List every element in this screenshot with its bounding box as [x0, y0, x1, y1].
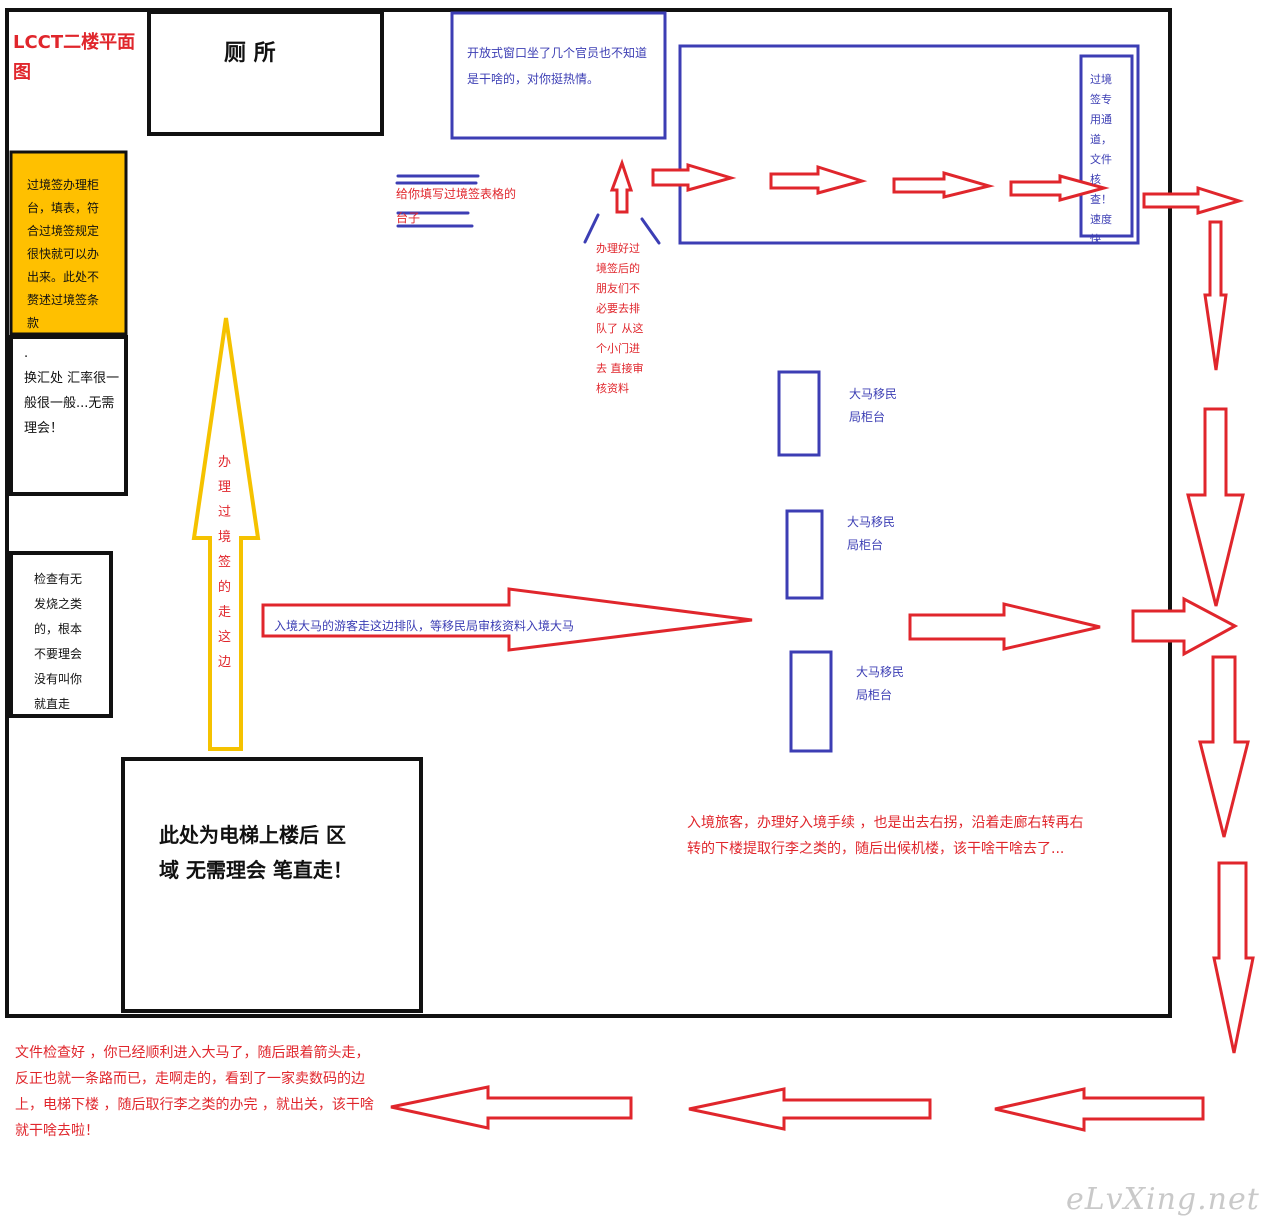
small-door-label: 办理好过境签后的朋友们不必要去排队了 从这个小门进去 直接审核资料 — [596, 242, 644, 395]
elevator-area-box — [121, 757, 423, 1013]
immigration-counter-1 — [777, 370, 821, 457]
fever-check-box — [9, 551, 113, 718]
elevator-area-label: 此处为电梯上楼后 区域 无需理会 笔直走！ — [159, 823, 353, 882]
final-note-label: 文件检查好 ，你已经顺利进入大马了，随后跟着箭头走，反正也就一条路而已，走啊走的… — [15, 1045, 374, 1139]
queue-arrow — [261, 587, 753, 652]
queue-label: 入境大马的游客走这边排队，等移民局审核资料入境大马 — [274, 619, 575, 633]
middle-right-arrows — [908, 596, 1239, 657]
immigration-counter-2 — [785, 509, 824, 600]
after-entry-label: 入境旅客，办理好入境手续 ，也是出去右拐，沿着走廊右转再右转的下楼提取行李之类的… — [687, 815, 1084, 857]
transit-channel-box — [1079, 54, 1134, 238]
toilet-label: 厕 所 — [224, 41, 276, 66]
exchange-label: . 换汇处 汇率很一般很一般...无需理会！ — [24, 346, 120, 436]
immigration-counter-3 — [789, 650, 833, 753]
transit-channel-area — [678, 44, 1140, 245]
top-right-arrows — [651, 162, 1245, 216]
yellow-up-arrow — [191, 317, 261, 751]
immigration-counter-label-2: 大马移民局柜台 — [847, 515, 896, 552]
exchange-box — [9, 335, 128, 496]
fever-check-label: 检查有无发烧之类的，根本不要理会没有叫你就直走 — [34, 572, 83, 711]
right-down-arrows — [1186, 220, 1255, 1054]
transit-visa-counter-box — [9, 150, 128, 336]
outer-wall — [5, 8, 1172, 1018]
transit-visa-counter-label: 过境签办理柜台，填表，符合过境签规定很快就可以办出来。此处不赘述过境签条款 — [27, 178, 100, 330]
form-table-marks — [395, 174, 480, 228]
transit-channel-label: 过境签专用通道，文件核查！速度快 — [1090, 73, 1112, 246]
small-up-arrow — [609, 158, 634, 214]
plan-title: LCCT二楼平面图 — [13, 32, 136, 83]
immigration-counter-label-1: 大马移民局柜台 — [849, 387, 898, 424]
small-door-marks — [583, 213, 661, 245]
yellow-arrow-label: 办理过境签的走这边 — [218, 455, 232, 670]
open-window-label: 开放式窗口坐了几个官员也不知道是干啥的，对你挺热情。 — [467, 46, 648, 86]
watermark: eLvXing.net — [1066, 1182, 1260, 1217]
toilet-box — [147, 10, 384, 136]
form-table-label: 给你填写过境签表格的台子 — [396, 187, 517, 225]
bottom-left-arrows — [390, 1085, 1205, 1132]
open-window-box — [450, 11, 667, 140]
immigration-counter-label-3: 大马移民局柜台 — [856, 665, 905, 702]
